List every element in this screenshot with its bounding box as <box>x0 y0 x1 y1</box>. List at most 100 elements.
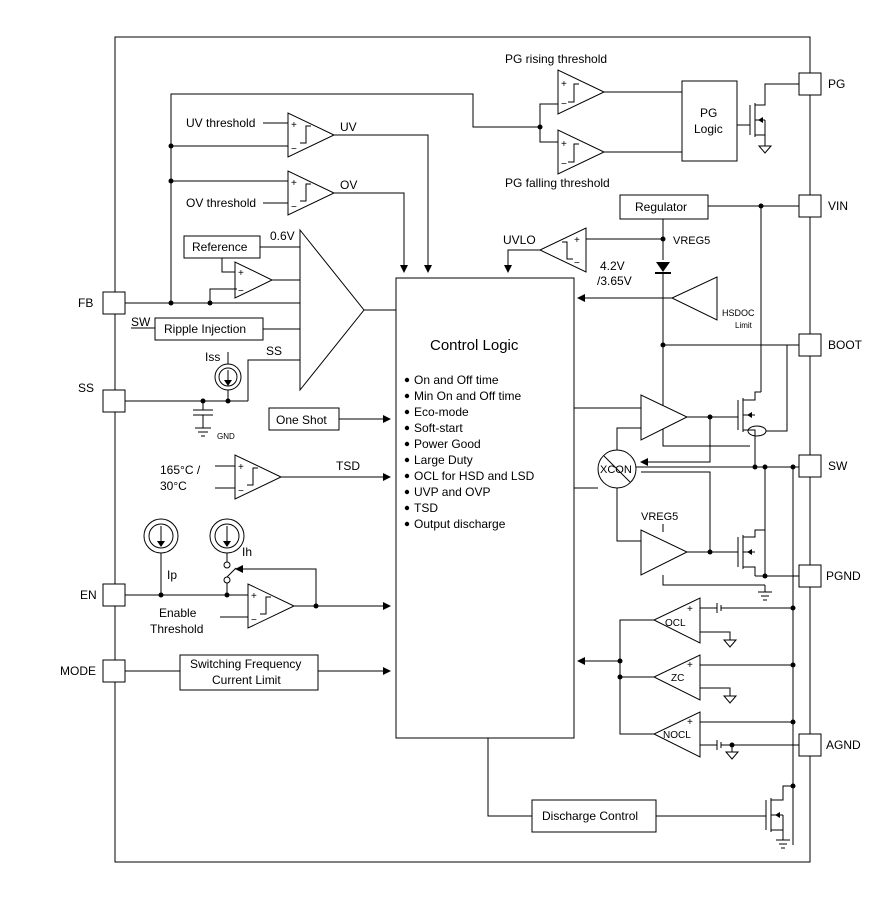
minus-sign: − <box>291 202 297 213</box>
pin-label-boot: BOOT <box>828 338 863 352</box>
pg-falling-comparator: + − <box>557 129 606 175</box>
discharge-ground-symbol <box>776 839 790 849</box>
wire <box>616 488 641 542</box>
pin-label-agnd: AGND <box>826 738 861 752</box>
minus-sign: − <box>238 286 244 297</box>
plus-sign: + <box>238 268 244 279</box>
ground-symbol <box>722 695 738 704</box>
pin-label-vin: VIN <box>828 199 848 213</box>
switching-frequency-line2: Current Limit <box>212 673 281 687</box>
ocl-label: OCL <box>665 618 686 629</box>
control-logic-item: Min On and Off time <box>414 389 521 403</box>
enable-comparator: + − <box>247 583 296 629</box>
ocl-offset-source <box>716 603 722 613</box>
nocl-comparator: + <box>652 711 701 758</box>
minus-sign: − <box>291 144 297 155</box>
ground-symbol <box>722 639 738 648</box>
zc-label: ZC <box>671 673 684 684</box>
vreg5-top-label: VREG5 <box>673 235 710 247</box>
one-shot-label: One Shot <box>276 413 327 427</box>
wire-boot-sense <box>766 345 788 432</box>
junction-dot <box>790 719 796 725</box>
ss-capacitor-to-gnd <box>193 401 213 437</box>
junction-dot <box>790 783 796 789</box>
ground-symbol <box>724 751 740 760</box>
wire <box>700 631 731 640</box>
ocl-comparator: + <box>652 597 701 644</box>
wire-en-feedback <box>235 565 317 606</box>
high-side-mosfet <box>737 391 761 455</box>
main-comparator <box>299 228 365 392</box>
pin-mode: MODE <box>60 659 126 683</box>
uv-comparator: + − <box>287 112 336 158</box>
tsd-temp-line2: 30°C <box>160 479 187 493</box>
hsdoc-comparator <box>670 276 718 321</box>
control-logic-item: OCL for HSD and LSD <box>414 469 535 483</box>
minus-sign: − <box>561 159 567 170</box>
enable-threshold-line1: Enable <box>159 606 197 620</box>
hsdoc-label-line2: Limit <box>735 321 753 330</box>
pg-logic-block <box>681 80 738 162</box>
wire <box>539 103 558 143</box>
reference-label: Reference <box>192 240 248 254</box>
pin-label-sw: SW <box>828 459 848 473</box>
uvlo-comparator: + − <box>538 227 587 273</box>
pin-label-pgnd: PGND <box>826 569 861 583</box>
xcon-slash <box>603 455 631 483</box>
hysteresis-switch <box>223 561 237 595</box>
minus-sign: − <box>561 99 567 110</box>
gnd-label: GND <box>217 432 235 441</box>
reference-buffer-amp: + − <box>234 261 274 299</box>
plus-sign: + <box>291 178 297 189</box>
pg-logic-label-line2: Logic <box>694 122 723 136</box>
switching-frequency-line1: Switching Frequency <box>190 657 301 671</box>
low-side-mosfet <box>737 467 766 576</box>
junction-dot <box>225 398 231 404</box>
wire <box>641 471 711 552</box>
pin-pgnd: PGND <box>798 564 861 588</box>
control-logic-item: Eco-mode <box>414 405 469 419</box>
plus-sign: + <box>251 591 257 602</box>
wire-fb-to-pg <box>170 93 540 303</box>
minus-sign: − <box>251 615 257 626</box>
uvlo-v1-label: 4.2V <box>600 259 625 273</box>
junction-dot <box>224 592 230 598</box>
tsd-label: TSD <box>336 459 360 473</box>
ss-internal-label: SS <box>266 344 282 358</box>
pin-label-mode: MODE <box>60 664 96 678</box>
plus-sign: + <box>561 139 567 150</box>
plus-sign: + <box>687 660 693 671</box>
wire-ov <box>334 192 408 273</box>
ip-label: Ip <box>167 568 177 582</box>
ripple-injection-label: Ripple Injection <box>164 322 246 336</box>
vreg5-low-label: VREG5 <box>641 511 678 523</box>
pin-fb: FB <box>78 291 126 315</box>
junction-dot <box>752 464 758 470</box>
pin-label-ss: SS <box>78 381 94 395</box>
control-logic-list: On and Off time Min On and Off time Eco-… <box>404 373 535 531</box>
chip-outline <box>114 36 811 863</box>
pin-pg: PG <box>798 72 845 96</box>
discharge-control-label: Discharge Control <box>542 809 638 823</box>
pin-vin: VIN <box>798 194 848 218</box>
ih-current-source <box>209 518 245 554</box>
plus-sign: + <box>574 235 580 246</box>
pin-boot: BOOT <box>798 333 863 357</box>
control-logic-item: Soft-start <box>414 421 463 435</box>
pg-output-mosfet <box>737 83 799 154</box>
iss-current-source <box>214 363 242 391</box>
uvlo-v2-label: /3.65V <box>597 274 632 288</box>
plus-sign: + <box>238 462 244 473</box>
nocl-offset-source <box>716 740 722 750</box>
control-logic-item: Output discharge <box>414 517 506 531</box>
uv-threshold-label: UV threshold <box>186 116 255 130</box>
enable-threshold-line2: Threshold <box>150 622 203 636</box>
hsdoc-label-line1: HSDOC <box>722 308 755 318</box>
minus-sign: − <box>574 258 580 269</box>
v06-label: 0.6V <box>270 229 295 243</box>
wire-boot <box>662 273 750 447</box>
wire <box>700 687 731 696</box>
control-logic-item: TSD <box>414 501 438 515</box>
pg-falling-threshold-label: PG falling threshold <box>505 176 610 190</box>
junction-dot <box>762 573 768 579</box>
